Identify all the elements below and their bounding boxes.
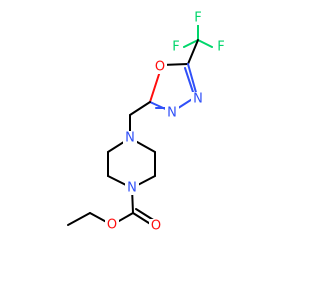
bond-ch2-ch3 [67, 212, 91, 226]
bond-n4-c5-double [184, 67, 194, 93]
nitrogen-atom-piperazine-bottom: N [127, 181, 137, 196]
fluorine-atom-left: F [172, 40, 179, 55]
bond-c-f-right [197, 39, 213, 48]
fluorine-atom-top: F [194, 11, 201, 26]
nitrogen-atom-ring-1: N [193, 92, 203, 107]
molecule-svg: F F F O N N N N O O [67, 10, 228, 234]
atom-labels: F F F O N N N N O O [105, 11, 228, 234]
molecule-structure: F F F O N N N N O O [67, 10, 228, 234]
nitrogen-atom-ring-2: N [167, 106, 177, 121]
oxygen-atom-ester: O [107, 218, 117, 233]
bond-n4-c5 [187, 63, 198, 97]
bond-cf3-ring [187, 39, 199, 65]
bond-c2-ch2 [129, 101, 151, 116]
bond-c-f-left [183, 39, 199, 48]
fluorine-atom-right: F [217, 40, 224, 55]
oxygen-atom-ring: O [155, 60, 165, 75]
oxygen-atom-carbonyl: O [151, 219, 161, 234]
nitrogen-atom-piperazine-top: N [125, 131, 135, 146]
trifluoromethyl-bonds [183, 23, 213, 65]
bond-c-o-double [132, 212, 153, 226]
